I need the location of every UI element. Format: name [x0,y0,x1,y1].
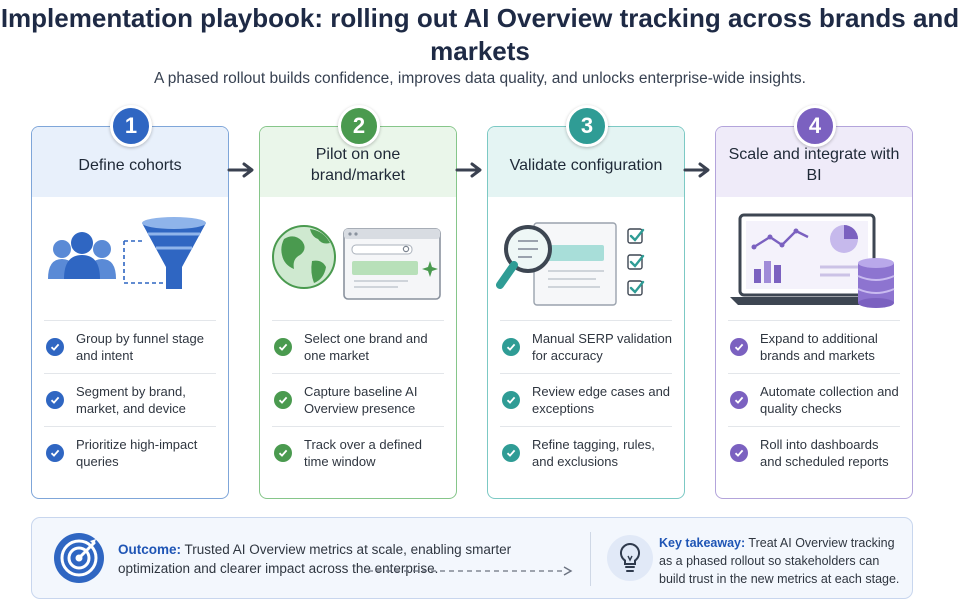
item-text: Capture baseline AI Overview presence [304,384,418,416]
outcome-label: Outcome: [118,542,182,557]
check-icon [46,391,64,409]
item-text: Manual SERP validation for accuracy [532,331,672,363]
step-number-badge: 4 [794,105,836,147]
list-item: Track over a defined time window [272,426,444,479]
takeaway-text: Key takeaway: Treat AI Overview tracking… [659,534,909,588]
item-text: Track over a defined time window [304,437,423,469]
summary-panel: Outcome: Trusted AI Overview metrics at … [31,517,913,599]
check-icon [730,444,748,462]
item-text: Refine tagging, rules, and exclusions [532,437,655,469]
list-item: Refine tagging, rules, and exclusions [500,426,672,479]
target-icon [54,533,104,583]
step-number-badge: 2 [338,105,380,147]
magnifier-checklist-icon [496,222,645,306]
lightbulb-icon [607,535,653,581]
item-text: Prioritize high-impact queries [76,437,198,469]
step-card-3: 3 Validate configuration Manual SERP val… [487,105,685,499]
people-funnel-icon [48,217,206,289]
check-icon [274,444,292,462]
list-item: Group by funnel stage and intent [44,320,216,373]
check-icon [502,338,520,356]
check-icon [46,338,64,356]
check-icon [730,338,748,356]
list-item: Roll into dashboards and scheduled repor… [728,426,900,479]
check-icon [274,338,292,356]
list-item: Select one brand and one market [272,320,444,373]
dashed-arrow-icon [368,566,573,576]
page-title: Implementation playbook: rolling out AI … [0,3,960,66]
arrow-right-icon [455,162,482,178]
check-icon [274,391,292,409]
laptop-dashboard-database-icon [730,213,895,308]
list-item: Review edge cases and exceptions [500,373,672,426]
page-subtitle: A phased rollout builds confidence, impr… [154,70,806,87]
check-icon [502,444,520,462]
takeaway-label: Key takeaway: [659,536,746,550]
arrow-right-icon [227,162,254,178]
step-card-2: 2 Pilot on one brand/market Select one b… [259,105,457,499]
check-icon [730,391,748,409]
item-text: Automate collection and quality checks [760,384,899,416]
item-text: Roll into dashboards and scheduled repor… [760,437,889,469]
list-item: Prioritize high-impact queries [44,426,216,479]
item-text: Segment by brand, market, and device [76,384,186,416]
list-item: Manual SERP validation for accuracy [500,320,672,373]
step-number-badge: 1 [110,105,152,147]
item-text: Group by funnel stage and intent [76,331,204,363]
item-text: Review edge cases and exceptions [532,384,671,416]
list-item: Expand to additional brands and markets [728,320,900,373]
step-number-badge: 3 [566,105,608,147]
check-icon [46,444,64,462]
step-card-4: 4 Scale and integrate with BI Expand to … [715,105,913,499]
list-item: Automate collection and quality checks [728,373,900,426]
takeaway-body: Treat AI Overview tracking as a phased r… [659,536,900,586]
step-card-1: 1 Define cohorts Group by funnel stage a… [31,105,229,499]
item-text: Expand to additional brands and markets [760,331,878,363]
list-item: Segment by brand, market, and device [44,373,216,426]
item-text: Select one brand and one market [304,331,428,363]
arrow-right-icon [683,162,710,178]
list-item: Capture baseline AI Overview presence [272,373,444,426]
globe-browser-icon [272,225,441,300]
divider [590,532,591,586]
outcome-text: Outcome: Trusted AI Overview metrics at … [118,540,578,578]
outcome-body: Trusted AI Overview metrics at scale, en… [118,542,512,576]
check-icon [502,391,520,409]
